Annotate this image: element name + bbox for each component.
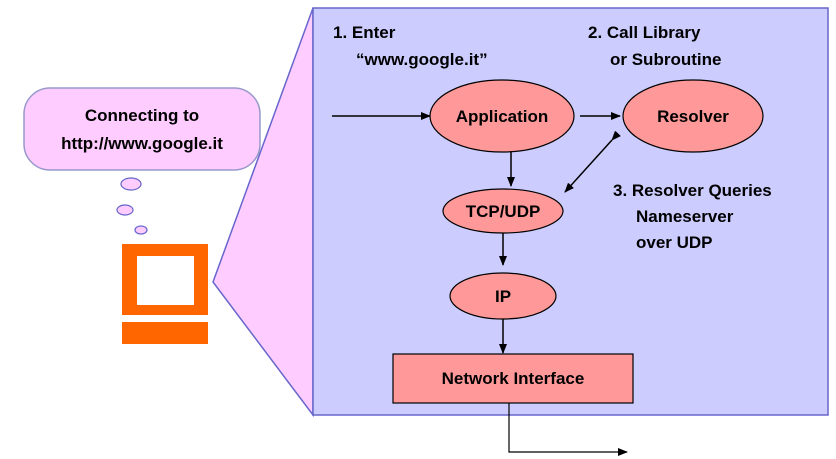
resolver-node: Resolver [622, 79, 764, 153]
step1-label-line2: “www.google.it” [356, 50, 488, 69]
network-out-arrow [508, 403, 628, 456]
thought-dot-large [120, 177, 142, 191]
step3-label-line1: 3. Resolver Queries [613, 181, 772, 200]
resolver-query-arrow [564, 130, 622, 193]
step2-label-line1: 2. Call Library [588, 23, 701, 42]
thought-dot-small [134, 225, 148, 235]
thought-dot-medium [116, 204, 134, 216]
step3-label-line3: over UDP [636, 233, 713, 252]
tcp-udp-node: TCP/UDP [442, 188, 564, 234]
step2-label-line2: or Subroutine [610, 50, 721, 69]
application-node: Application [429, 79, 575, 153]
resolver-node-label: Resolver [657, 107, 729, 126]
bubble-line-1: Connecting to [85, 106, 199, 125]
network-interface-node: Network Interface [392, 353, 634, 404]
bubble-line-2: http://www.google.it [61, 134, 223, 153]
application-panel [312, 7, 829, 416]
computer-icon [122, 244, 208, 344]
network-interface-label: Network Interface [442, 369, 585, 388]
ip-node-label: IP [495, 287, 511, 306]
thought-bubble [23, 87, 261, 171]
ip-node: IP [449, 272, 557, 320]
step3-label-line2: Nameserver [636, 207, 734, 226]
tcp-udp-node-label: TCP/UDP [466, 202, 541, 221]
step1-label-line1: 1. Enter [333, 23, 396, 42]
application-node-label: Application [456, 107, 549, 126]
zoom-wedge [212, 7, 314, 418]
